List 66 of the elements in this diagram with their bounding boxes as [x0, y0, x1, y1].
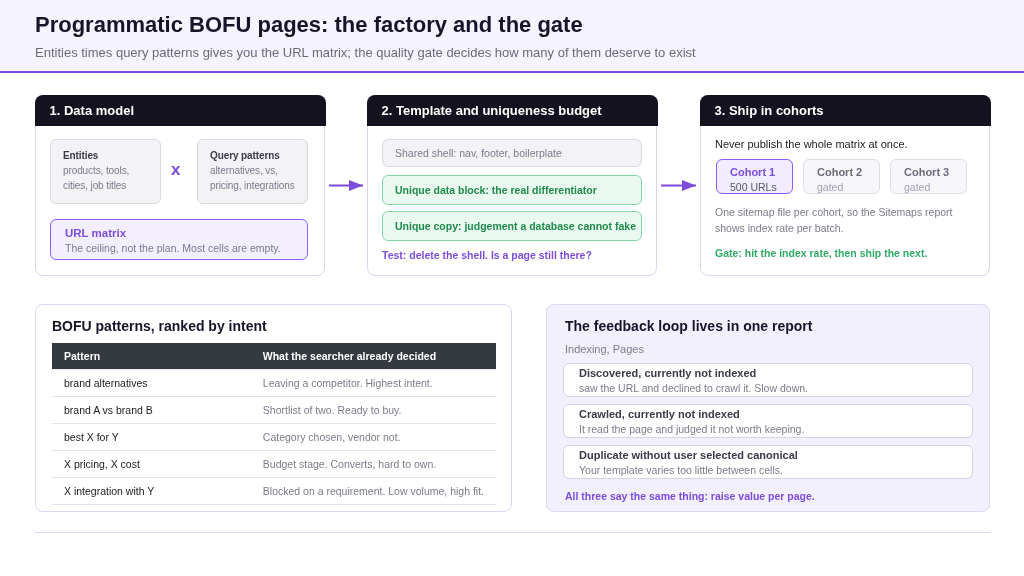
table-panel [35, 304, 512, 512]
card-text: products, tools, cities, job titles [63, 164, 131, 193]
unique-block [382, 211, 642, 241]
card-text: Your template varies too little between cells. [579, 463, 784, 478]
multiply-sign: x [171, 160, 181, 180]
table-cell: Shortlist of two. Ready to buy. [250, 396, 496, 424]
table-cell: Leaving a competitor. Highest intent. [250, 369, 496, 397]
card-heading: Duplicate without user selected canonical [579, 448, 799, 463]
card-heading: Cohort 1 [730, 165, 777, 180]
block-text: Unique copy: judgement a database cannot fake [395, 218, 636, 234]
card-text: 500 URLs [730, 180, 778, 195]
gate-note: Gate: hit the index rate, then ship the next. [715, 246, 928, 261]
card-text: It read the page and judged it not worth keeping. [579, 422, 806, 437]
diagram-title: Programmatic BOFU pages: the factory and the gate [35, 12, 583, 38]
status-card [563, 445, 973, 479]
table-cell: best X for Y [52, 423, 251, 451]
card-heading: Entities [63, 149, 100, 163]
arrow [660, 179, 697, 192]
card-text: The ceiling, not the plan. Most cells are empty. [65, 241, 282, 256]
step-panel [367, 95, 657, 276]
panel-title: BOFU patterns, ranked by intent [52, 319, 267, 334]
panel-heading: 2. Template and uniqueness budget [366, 94, 658, 126]
note-text: One sitemap file per cohort, so the Sitemaps report shows index rate per batch. [715, 205, 954, 236]
cohort-card [803, 159, 880, 194]
block-text: Shared shell: nav, footer, boilerplate [395, 145, 562, 161]
column-header: Pattern [52, 343, 251, 370]
card-text: saw the URL and declined to crawl it. Slow down. [579, 381, 809, 396]
table-cell: X pricing, X cost [52, 450, 251, 478]
table-cell: Blocked on a requirement. Low volume, high fit. [250, 477, 496, 505]
step-panel [700, 95, 990, 276]
card-text: alternatives, vs, pricing, integrations [210, 164, 296, 193]
panel-subtitle: Indexing, Pages [565, 342, 644, 357]
step-panel [35, 95, 325, 276]
summary-note: All three say the same thing: raise value per page. [565, 489, 815, 504]
block-text: Unique data block: the real differentiator [395, 182, 597, 198]
card-heading: Query patterns [210, 149, 281, 163]
card-heading: Cohort 2 [817, 165, 864, 180]
card-heading: Crawled, currently not indexed [579, 407, 741, 422]
card-text: gated [904, 180, 932, 195]
table-cell: Category chosen, vendor not. [250, 423, 496, 451]
column-header: What the searcher already decided [250, 343, 496, 370]
diagram-subtitle: Entities times query patterns gives you the URL matrix; the quality gate decides how many of them deserve to exist [35, 45, 696, 60]
query-patterns-card [197, 139, 308, 204]
status-card [563, 363, 973, 397]
table-cell: brand alternatives [52, 369, 251, 397]
table-cell: X integration with Y [52, 477, 251, 505]
table-cell: brand A vs brand B [52, 396, 251, 424]
card-heading: URL matrix [65, 226, 128, 241]
table-cell: Budget stage. Converts, hard to own. [250, 450, 496, 478]
entities-card [50, 139, 161, 204]
card-heading: Cohort 3 [904, 165, 951, 180]
cohort-card [716, 159, 793, 194]
feedback-panel [546, 304, 990, 512]
unique-block [382, 175, 642, 205]
test-note: Test: delete the shell. Is a page still there? [382, 248, 592, 263]
intro-text: Never publish the whole matrix at once. [715, 137, 908, 152]
status-card [563, 404, 973, 438]
arrow [328, 179, 364, 192]
card-heading: Discovered, currently not indexed [579, 366, 758, 381]
panel-heading: 3. Ship in cohorts [699, 94, 991, 126]
card-text: gated [817, 180, 845, 195]
cohort-card [890, 159, 967, 194]
shell-block [382, 139, 642, 167]
panel-title: The feedback loop lives in one report [565, 319, 813, 334]
panel-heading: 1. Data model [34, 94, 326, 126]
url-matrix-card [50, 219, 308, 260]
